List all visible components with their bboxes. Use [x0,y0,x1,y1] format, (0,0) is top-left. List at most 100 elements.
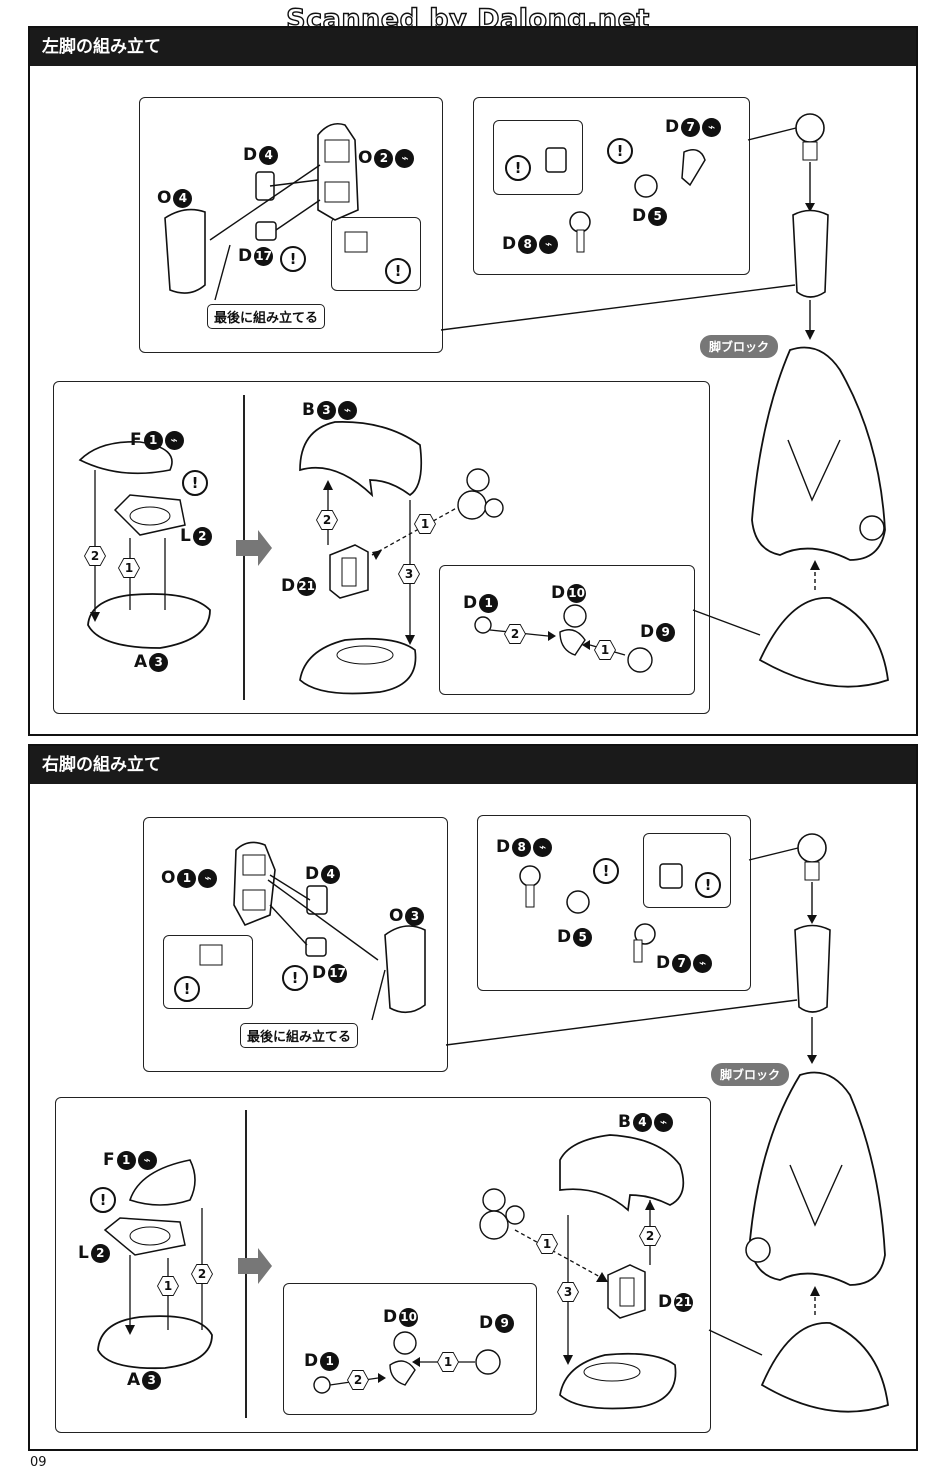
right-o3-cover [384,925,426,1014]
left-b3-cover [299,421,423,498]
left-d5-ball [634,174,658,198]
left-leg-block [751,346,886,561]
left-d9-wheel [627,647,653,673]
left-step-3-b: 3 [398,564,420,584]
left-o4-cover [164,208,206,294]
right-step-3-b: 3 [557,1282,579,1302]
gate-cut-icon: ⌁ [164,430,184,450]
left-step-2-b: 2 [316,510,338,530]
left-flow-arrow [236,530,272,566]
gate-cut-icon: ⌁ [653,1112,673,1132]
right-step-1-a: 1 [157,1276,179,1296]
gate-cut-icon: ⌁ [337,400,357,420]
warning-icon: ! [607,138,633,164]
left-o2-frame [317,122,359,221]
warning-icon: ! [182,470,208,496]
left-last-assemble-tag: 最後に組み立てる [207,304,326,329]
right-d9-wheel [475,1349,501,1375]
right-leg-section: 右脚の組み立て [28,744,918,1451]
gate-cut-icon: ⌁ [198,868,218,888]
right-step-1-c: 1 [437,1352,459,1372]
warning-icon: ! [282,965,308,991]
warning-icon: ! [90,1187,116,1213]
left-d17-part [255,221,277,241]
right-top-ball [797,833,827,863]
gate-cut-icon: ⌁ [702,117,722,137]
right-d5-ball [566,890,590,914]
left-thigh [792,209,829,298]
gate-cut-icon: ⌁ [693,953,713,973]
right-joint-warn-inset [643,833,731,908]
left-d7-part [681,149,706,187]
right-d7-ring [634,923,656,945]
right-step-1-b: 1 [536,1234,558,1254]
right-thigh [794,924,831,1013]
right-flow-arrow [238,1248,272,1284]
right-d17-part [305,937,327,957]
left-a3-base [87,593,211,649]
page-number: 09 [30,1455,47,1470]
right-step-2-a: 2 [191,1264,213,1284]
left-step-1-c: 1 [594,640,616,660]
gate-cut-icon: ⌁ [533,837,553,857]
right-d4-peg [306,885,328,915]
gate-cut-icon: ⌁ [395,148,415,168]
right-a3-base [97,1315,213,1370]
warning-icon: ! [593,858,619,884]
warning-icon: ! [695,872,721,898]
left-foot-base [758,597,889,688]
warning-icon: ! [505,155,531,181]
left-d1-pin [474,616,492,634]
warning-icon: ! [385,258,411,284]
right-last-assemble-tag: 最後に組み立てる [240,1023,359,1048]
left-step-1-a: 1 [118,558,140,578]
right-step-2-c: 2 [347,1370,369,1390]
right-leg-title: 右脚の組み立て [30,746,916,784]
warning-icon: ! [174,976,200,1002]
left-joint-warn-inset [493,120,583,195]
right-d8-ring [519,865,541,887]
gate-cut-icon: ⌁ [137,1150,157,1170]
right-foot-base [760,1322,889,1413]
right-d1-pin [313,1376,331,1394]
left-leg-title: 左脚の組み立て [30,28,916,66]
left-step-2-c: 2 [504,624,526,644]
left-d10-ball [563,604,587,628]
left-step-2-a: 2 [84,546,106,566]
right-leg-block-pill: 脚ブロック [711,1063,790,1086]
warning-icon: ! [280,246,306,272]
left-leg-block-pill: 脚ブロック [700,335,779,358]
right-step-2-b: 2 [639,1226,661,1246]
left-step-1-b: 1 [414,514,436,534]
